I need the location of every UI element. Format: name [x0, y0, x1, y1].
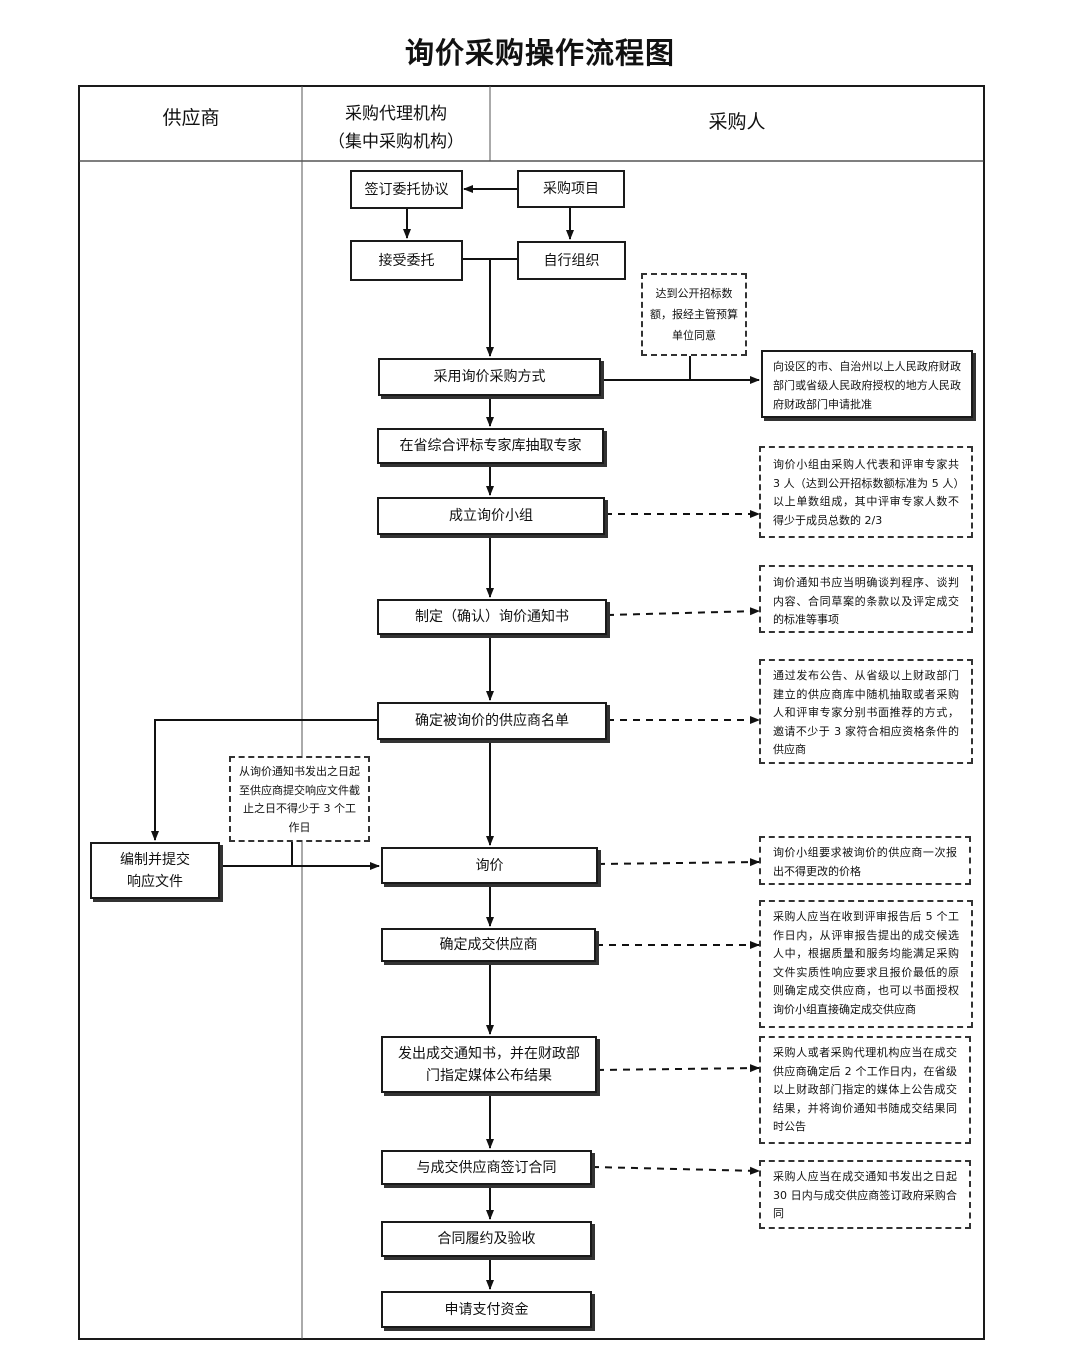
- step-adopt-inquiry-method: 采用询价采购方式: [378, 358, 601, 396]
- lane-header-agency: 采购代理机构 （集中采购机构）: [303, 100, 489, 156]
- step-accept-entrust: 接受委托: [350, 240, 463, 281]
- note-determine-winner: 采购人应当在收到评审报告后 5 个工作日内，从评审报告提出的成交候选人中，根据质…: [759, 900, 973, 1028]
- step-self-organize: 自行组织: [517, 241, 626, 280]
- step-form-inquiry-team: 成立询价小组: [377, 497, 605, 535]
- dashed-arrow-contract-note: [591, 1166, 760, 1175]
- note-supplier-selection: 通过发布公告、从省级以上财政部门建立的供应商库中随机抽取或者采购人和评审专家分别…: [759, 659, 973, 764]
- step-sign-agreement: 签订委托协议: [350, 170, 463, 209]
- lane-header-supplier: 供应商: [162, 107, 220, 129]
- note-inquiry-team-composition: 询价小组由采购人代表和评审专家共 3 人（达到公开招标数额标准为 5 人）以上单…: [759, 446, 973, 538]
- step-sign-contract: 与成交供应商签订合同: [381, 1150, 592, 1185]
- page-title: 询价采购操作流程图: [404, 36, 675, 70]
- step-perform-and-accept: 合同履约及验收: [381, 1221, 592, 1257]
- lane-header-agency-line1: 采购代理机构: [345, 104, 447, 124]
- lane-header-agency-line2: （集中采购机构）: [328, 132, 464, 152]
- arrow-suppliers-to-response: [151, 719, 378, 841]
- step-prepare-response-line1: 编制并提交: [120, 851, 190, 868]
- lane-header-purchaser: 采购人: [708, 111, 766, 133]
- step-inquiry: 询价: [381, 847, 598, 884]
- step-apply-payment: 申请支付资金: [381, 1291, 592, 1328]
- step-make-inquiry-notice: 制定（确认）询价通知书: [377, 599, 607, 635]
- step-extract-experts: 在省综合评标专家库抽取专家: [377, 428, 604, 464]
- step-prepare-response: 编制并提交 响应文件: [90, 842, 220, 899]
- note-public-tender-threshold: 达到公开招标数额，报经主管预算单位同意: [641, 273, 747, 356]
- dashed-arrow-inquiry-note: [597, 858, 760, 867]
- dashed-arrow-announce-note: [596, 1064, 760, 1073]
- step-issue-notice-line2: 门指定媒体公布结果: [426, 1067, 552, 1084]
- step-issue-notice: 发出成交通知书，并在财政部 门指定媒体公布结果: [381, 1036, 597, 1093]
- step-confirm-supplier-list: 确定被询价的供应商名单: [377, 702, 607, 740]
- note-announce-result: 采购人或者采购代理机构应当在成交供应商确定后 2 个工作日内，在省级以上财政部门…: [759, 1036, 971, 1144]
- outer-frame: [78, 85, 985, 1340]
- note-approval-authority: 向设区的市、自治州以上人民政府财政部门或省级人民政府授权的地方人民政府财政部门申…: [761, 350, 973, 418]
- dashed-arrow-notice-note: [606, 607, 760, 616]
- step-prepare-response-line2: 响应文件: [127, 873, 183, 890]
- note-response-deadline: 从询价通知书发出之日起至供应商提交响应文件截止之日不得少于 3 个工作日: [229, 756, 370, 842]
- note-contract-deadline: 采购人应当在成交通知书发出之日起 30 日内与成交供应商签订政府采购合同: [759, 1160, 971, 1229]
- note-one-time-price: 询价小组要求被询价的供应商一次报出不得更改的价格: [759, 836, 971, 885]
- note-inquiry-notice-content: 询价通知书应当明确谈判程序、谈判内容、合同草案的条款以及评定成交的标准等事项: [759, 565, 973, 633]
- step-purchase-project: 采购项目: [517, 170, 625, 208]
- step-issue-notice-line1: 发出成交通知书，并在财政部: [398, 1045, 580, 1062]
- step-confirm-winner: 确定成交供应商: [381, 928, 596, 962]
